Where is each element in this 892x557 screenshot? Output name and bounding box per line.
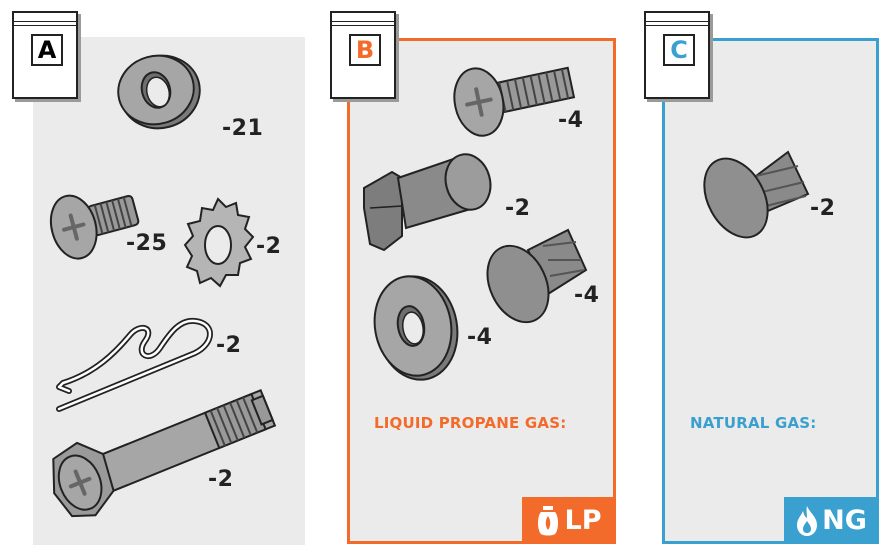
lp-badge-text: LP [564,505,602,536]
rivet-b-quantity: -4 [574,283,600,308]
flat-washer-icon [373,275,459,381]
push-rivet-icon [703,150,810,239]
liquid-propane-gas-label: LIQUID PROPANE GAS: [374,414,567,432]
star-lock-washer-icon [183,197,255,288]
propane-tank-icon [537,505,558,535]
cotter-pin-quantity: -2 [216,333,242,358]
lock-washer-quantity: -2 [256,234,282,259]
bag-c-letter: C [663,34,695,66]
rivet-c-quantity: -2 [810,196,836,221]
screw-b-quantity: -4 [558,108,584,133]
phillips-screw-icon [49,194,140,260]
screw-quantity: -25 [126,231,168,256]
hardware-bag-a-icon: A [12,11,78,99]
washer-quantity: -21 [222,116,264,141]
hex-bolt-icon [52,388,277,518]
bag-a-letter: A [31,34,63,66]
panel-c-natural-gas [662,38,879,544]
washer-b-quantity: -4 [467,325,493,350]
hairpin-cotter-pin-icon [56,317,213,412]
hardware-bag-c-icon: C [644,11,710,99]
hex-bolt-quantity: -2 [208,467,234,492]
hardware-bag-b-icon: B [330,11,396,99]
phillips-screw-icon [453,66,576,137]
natural-gas-label: NATURAL GAS: [690,414,817,432]
push-rivet-icon [486,228,588,324]
fitting-quantity: -2 [505,196,531,221]
bag-b-letter: B [349,34,381,66]
flat-washer-icon [117,54,201,130]
flame-icon [797,505,818,536]
ng-badge: NG [784,497,879,544]
hex-orifice-fitting-icon [363,153,492,252]
lp-badge: LP [522,497,616,544]
ng-badge-text: NG [822,505,867,536]
